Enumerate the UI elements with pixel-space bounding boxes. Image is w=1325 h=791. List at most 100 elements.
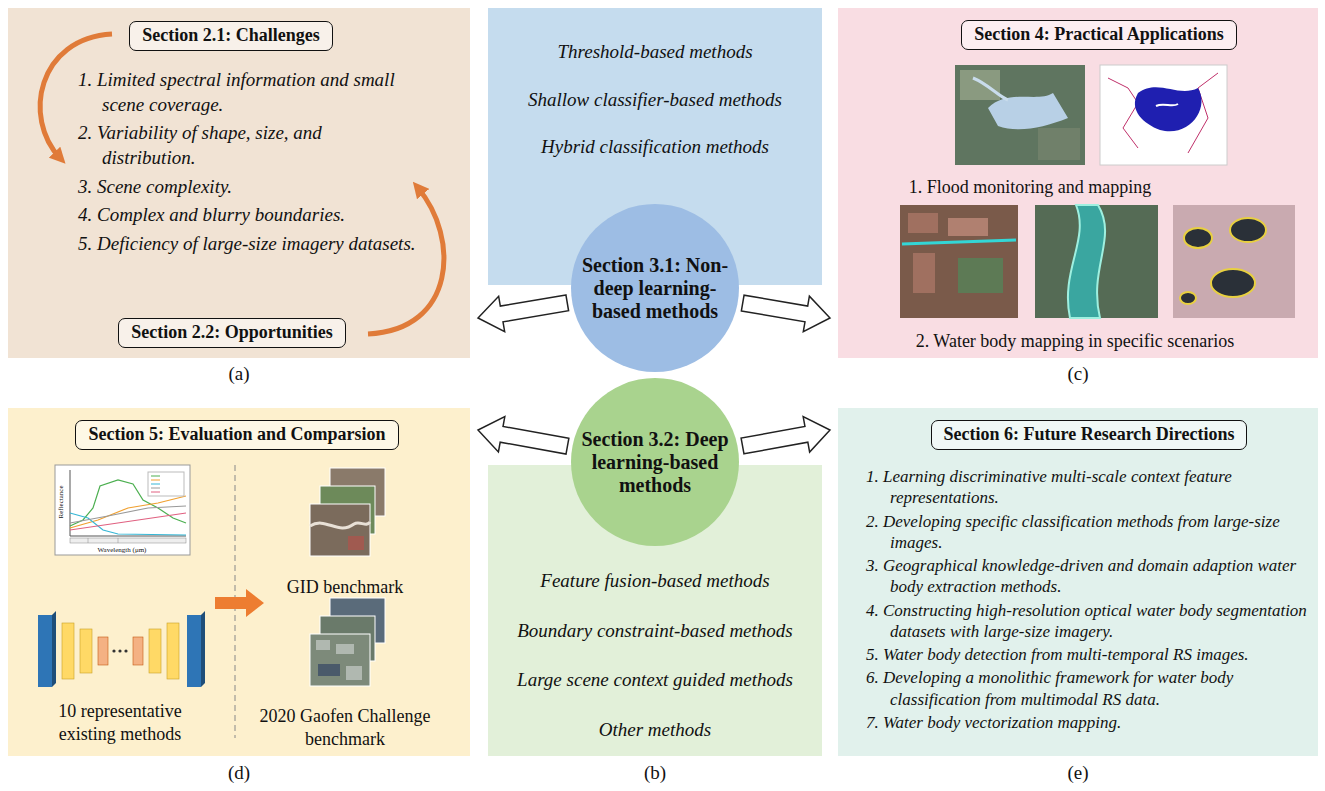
chart-curve <box>70 513 186 535</box>
legend-sample <box>151 492 160 493</box>
river-line <box>973 78 1008 100</box>
image-ground <box>900 205 1018 318</box>
network-icon <box>38 611 205 687</box>
band-strip <box>70 538 186 543</box>
map-line <box>1188 73 1218 153</box>
legend-sample <box>151 476 160 477</box>
network-layer <box>98 637 108 665</box>
directions-panel: Section 6: Future Research Directions 1. … <box>838 408 1318 756</box>
section-circle: Section 3.1: Non-deep learning-based met… <box>570 203 740 373</box>
image-ground <box>1100 65 1227 165</box>
sample-image <box>320 616 375 661</box>
river-area <box>1068 205 1105 318</box>
section-heading: Section 6: Future Research Directions <box>944 424 1235 446</box>
list-item: 7. Water body vectorization mapping. <box>866 712 1310 733</box>
map-line <box>1156 104 1178 106</box>
circle-fill <box>571 378 739 546</box>
building <box>908 213 938 233</box>
urban-image <box>900 205 1018 318</box>
application-caption: 2. Water body mapping in specific scenar… <box>875 330 1275 353</box>
lake <box>1230 218 1266 242</box>
axis-title: Reflectance <box>58 485 66 518</box>
method-text: Large scene context guided methods <box>488 668 822 693</box>
list-item: 1. Learning discriminative multi-scale c… <box>866 466 1310 509</box>
flood-map <box>1100 65 1227 165</box>
applications-panel: Section 4: Practical Applications 1. Floo… <box>838 8 1318 358</box>
section-heading: Section 4: Practical Applications <box>974 24 1223 46</box>
building <box>336 644 354 654</box>
gaofen-image-stack <box>310 598 385 686</box>
sample-image <box>330 468 385 516</box>
section-heading-box: Section 6: Future Research Directions <box>931 420 1248 450</box>
list-item: 2. Variability of shape, size, and distr… <box>78 121 418 170</box>
network-layer <box>187 615 201 687</box>
list-item: 1. Limited spectral information and smal… <box>78 68 418 117</box>
list-item: 2. Developing specific classification me… <box>866 511 1310 554</box>
lake <box>1211 269 1255 297</box>
section-title: Section 3.2: Deep learning-based methods <box>580 428 730 497</box>
image-ground <box>1035 205 1158 318</box>
list-item: 3. Scene complexity. <box>78 175 418 200</box>
river-image <box>1035 205 1158 318</box>
dashed-divider <box>235 465 236 738</box>
ellipsis-dot <box>112 649 115 652</box>
evaluation-panel: Section 5: Evaluation and Comparsion 10 r… <box>8 408 470 756</box>
section-heading-box: Section 2.2: Opportunities <box>118 318 346 348</box>
legend-sample <box>151 488 160 489</box>
method-text: Feature fusion-based methods <box>488 569 822 594</box>
list-item: 6. Developing a monolithic framework for… <box>866 667 1310 710</box>
map-line <box>1108 78 1138 148</box>
block-arrow <box>741 295 830 332</box>
section-title: Section 3.1: Non-deep learning-based met… <box>580 254 730 323</box>
network-layer <box>133 637 143 665</box>
image-ground <box>1173 205 1295 318</box>
legend-sample <box>151 480 160 481</box>
list-item: 4. Constructing high-resolution optical … <box>866 600 1310 643</box>
chart-axis <box>70 536 186 537</box>
flow-arrow <box>215 589 264 617</box>
application-caption: 1. Flood monitoring and mapping <box>880 176 1180 199</box>
band-divider <box>88 538 89 543</box>
building <box>948 218 988 236</box>
image-patch <box>1038 128 1080 160</box>
building <box>913 253 935 293</box>
reflectance-chart <box>55 465 190 555</box>
section-heading: Section 2.2: Opportunities <box>131 322 333 344</box>
field <box>958 258 1003 293</box>
network-layer <box>62 623 74 679</box>
network-layer-side <box>201 611 205 687</box>
water-outline <box>902 240 1016 244</box>
network-layer <box>167 623 179 679</box>
network-layer <box>80 629 92 673</box>
section-heading: Section 5: Evaluation and Comparsion <box>88 424 385 446</box>
axis-title: Wavelength (μm) <box>98 547 147 555</box>
section-heading: Section 2.1: Challenges <box>142 25 320 47</box>
gid-image-stack <box>310 468 385 556</box>
chart-legend-box <box>148 472 184 496</box>
image-patch <box>348 536 364 550</box>
sample-image <box>320 486 375 534</box>
chart-axis <box>70 470 71 536</box>
panel-letter: (a) <box>228 364 249 385</box>
curved-arrows <box>8 8 470 358</box>
band-divider <box>118 538 119 543</box>
network-layer-side <box>52 611 56 687</box>
list-item: 5. Water body detection from multi-tempo… <box>866 644 1310 665</box>
figure-caption: 10 representative existing methods <box>33 700 208 747</box>
water-area <box>988 93 1068 129</box>
chart-curve <box>70 506 186 523</box>
sample-image <box>310 634 370 686</box>
legend-sample <box>151 484 160 485</box>
section-heading-box: Section 2.1: Challenges <box>129 21 333 51</box>
block-arrow <box>478 417 569 454</box>
section-heading-box: Section 4: Practical Applications <box>961 20 1236 50</box>
challenges-panel: Section 2.1: ChallengesSection 2.2: Oppo… <box>8 8 470 358</box>
chart-curve <box>70 496 186 528</box>
method-text: Threshold-based methods <box>488 40 822 65</box>
network-layer <box>38 615 52 687</box>
chart-curve <box>70 513 186 530</box>
chart-curve <box>70 480 186 526</box>
curved-arrow <box>368 188 444 334</box>
water-patch <box>318 664 340 676</box>
